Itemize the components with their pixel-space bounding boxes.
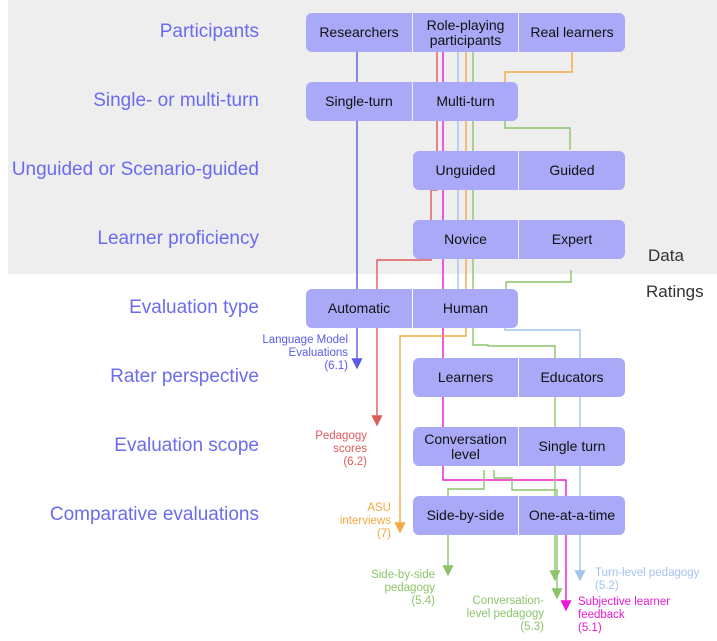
option-novice: Novice — [413, 220, 518, 259]
outcome-pedagogy-line2: scores — [333, 443, 367, 455]
outcome-conv-line3: (5.3) — [520, 621, 544, 633]
outcome-conv-line1: Conversation- — [472, 595, 544, 607]
outcome-sbs-line3: (5.4) — [411, 595, 435, 607]
outcome-lm-evaluations: Language Model Evaluations (6.1) — [262, 334, 348, 373]
outcome-side-by-side-pedagogy: Side-by-side pedagogy (5.4) — [371, 569, 435, 608]
row-label-participants: Participants — [159, 21, 259, 42]
option-real-learners: Real learners — [519, 13, 625, 52]
option-role-playing-line1: Role-playing — [426, 16, 505, 33]
option-one-at-a-time: One-at-a-time — [519, 496, 625, 535]
option-human: Human — [413, 289, 518, 328]
option-guided: Guided — [519, 151, 625, 190]
row-label-scope: Evaluation scope — [114, 435, 259, 456]
outcome-pedagogy-line1: Pedagogy — [315, 430, 367, 442]
option-automatic: Automatic — [306, 289, 412, 328]
option-side-by-side: Side-by-side — [413, 496, 518, 535]
outcome-sbs-line1: Side-by-side — [371, 569, 435, 581]
outcome-subjective-line2: feedback — [578, 609, 625, 621]
outcome-turn-line2: (5.2) — [595, 580, 619, 592]
option-conversation-line1: Conversation — [424, 430, 507, 447]
option-educators: Educators — [519, 358, 625, 397]
option-expert: Expert — [519, 220, 625, 259]
outcome-asu-line2: interviews — [339, 515, 391, 527]
option-conversation-line2: level — [451, 445, 480, 462]
option-single-turn: Single-turn — [306, 82, 412, 121]
outcome-conversation-level-pedagogy: Conversation- level pedagogy (5.3) — [467, 595, 544, 634]
path-magenta — [442, 52, 572, 612]
row-label-turns: Single- or multi-turn — [93, 90, 259, 111]
section-label-data: Data — [648, 246, 684, 265]
outcome-turn-level-pedagogy: Turn-level pedagogy (5.2) — [595, 567, 699, 593]
outcome-conv-line2: level pedagogy — [466, 608, 544, 620]
option-learners: Learners — [413, 358, 518, 397]
outcome-lm-line1: Language Model — [262, 334, 348, 346]
path-orange-3 — [394, 52, 467, 534]
outcome-subjective-line3: (5.1) — [578, 622, 602, 634]
option-single-turn-scope: Single turn — [519, 427, 625, 466]
row-label-eval-type: Evaluation type — [129, 297, 259, 318]
option-role-playing-line2: participants — [429, 31, 502, 48]
row-label-guidance: Unguided or Scenario-guided — [11, 159, 259, 180]
section-label-ratings: Ratings — [646, 282, 704, 301]
outcome-subjective-line1: Subjective learner — [578, 596, 671, 608]
outcome-subjective-feedback: Subjective learner feedback (5.1) — [578, 596, 670, 635]
path-orange-1 — [504, 52, 573, 82]
outcome-asu-interviews: ASU interviews (7) — [340, 502, 391, 541]
outcome-asu-line1: ASU — [367, 502, 391, 514]
option-unguided: Unguided — [413, 151, 518, 190]
outcome-asu-line3: (7) — [376, 528, 391, 540]
outcome-lm-line3: (6.1) — [324, 360, 348, 372]
row-label-proficiency: Learner proficiency — [97, 228, 259, 249]
outcome-sbs-line2: pedagogy — [384, 582, 435, 594]
outcome-pedagogy-line3: (6.2) — [343, 456, 367, 468]
option-multi-turn: Multi-turn — [413, 82, 518, 121]
outcome-lm-line2: Evaluations — [288, 347, 348, 359]
outcome-turn-line1: Turn-level pedagogy — [595, 567, 700, 579]
option-researchers: Researchers — [306, 13, 412, 52]
row-label-comparative: Comparative evaluations — [49, 504, 259, 525]
outcome-pedagogy-scores: Pedagogy scores (6.2) — [315, 430, 367, 469]
row-label-rater: Rater perspective — [110, 366, 259, 387]
